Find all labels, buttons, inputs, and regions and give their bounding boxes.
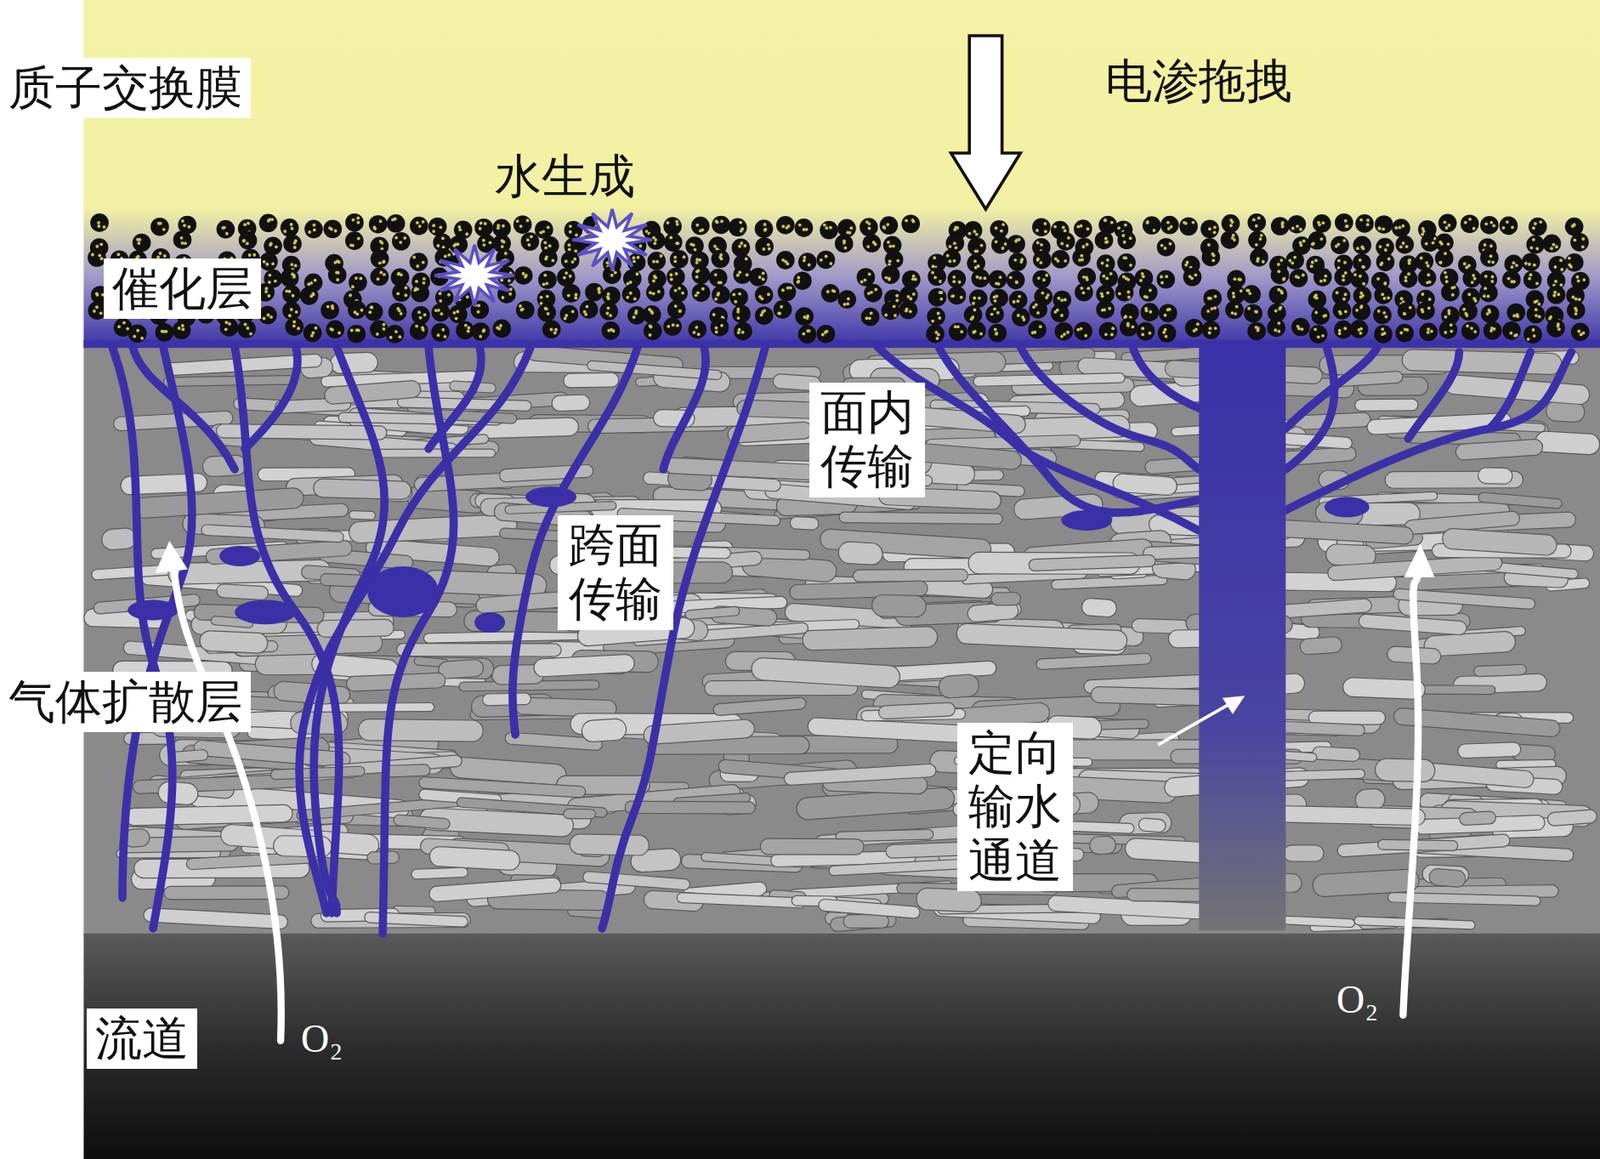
membrane-layer: 质子交换膜 bbox=[0, 0, 1600, 215]
layer-label: 气体扩散层 bbox=[0, 671, 251, 732]
gas-label: O₂ bbox=[1336, 977, 1379, 1023]
gdl-fibers bbox=[84, 345, 1600, 933]
oxygen-arrows bbox=[173, 566, 1419, 1041]
oxygen-arrowheads bbox=[154, 540, 1435, 578]
flow-channel: 流道 bbox=[0, 933, 1600, 1159]
layer-label: 质子交换膜 bbox=[0, 57, 251, 119]
gdl-ground bbox=[83, 345, 1600, 937]
leader-arrowhead bbox=[1222, 695, 1245, 715]
directional-water-channel bbox=[1198, 341, 1286, 931]
water-generation-bursts bbox=[434, 209, 653, 307]
layer-label: 流道 bbox=[86, 1008, 198, 1069]
water-droplets bbox=[127, 486, 1370, 633]
transport-label: 跨面 传输 bbox=[557, 515, 674, 630]
water-paths bbox=[112, 346, 1572, 934]
layer-label: 催化层 bbox=[103, 258, 261, 319]
membrane-band bbox=[83, 0, 1600, 347]
channel-label: 定向 输水 通道 bbox=[957, 722, 1073, 891]
electro-osmotic-arrow bbox=[951, 35, 1022, 210]
process-label: 电渗拖拽 bbox=[1105, 54, 1293, 108]
gas-diffusion-layer: 气体扩散层 bbox=[0, 346, 1600, 934]
catalyst-layer: 催化层 bbox=[0, 214, 1600, 347]
leader-line bbox=[1157, 703, 1230, 745]
transport-label: 面内 传输 bbox=[809, 382, 925, 498]
gas-label: O₂ bbox=[300, 1016, 343, 1062]
catalyst-particles bbox=[87, 213, 1590, 344]
flow-channel-ground bbox=[83, 933, 1600, 1159]
process-label: 水生成 bbox=[494, 149, 636, 204]
